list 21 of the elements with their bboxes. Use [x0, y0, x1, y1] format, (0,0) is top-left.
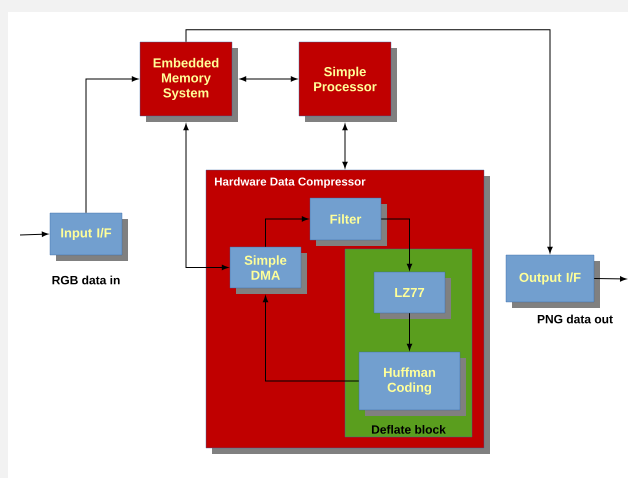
system-box: Embedded Memory System: [140, 42, 238, 122]
arrow: [183, 124, 228, 270]
arrow: [240, 76, 298, 82]
arrow: [265, 216, 308, 248]
system-box: Simple Processor: [298, 42, 397, 122]
process-box: Simple DMA: [230, 246, 307, 294]
arrow: [186, 29, 553, 254]
caption-text: RGB data in: [52, 276, 120, 284]
arrow: [262, 296, 360, 382]
arrow: [342, 124, 348, 168]
arrow: [86, 76, 138, 214]
arrow: [594, 276, 626, 282]
process-box: Input I/F: [50, 212, 128, 261]
arrow: [406, 312, 412, 350]
process-box: LZ77: [374, 272, 451, 319]
process-box: Huffman Coding: [358, 352, 466, 416]
process-box: Filter: [310, 198, 387, 246]
arrow: [20, 232, 48, 237]
process-box: Output I/F: [506, 254, 600, 308]
caption-text: PNG data out: [538, 314, 613, 324]
arrow: [380, 218, 412, 270]
